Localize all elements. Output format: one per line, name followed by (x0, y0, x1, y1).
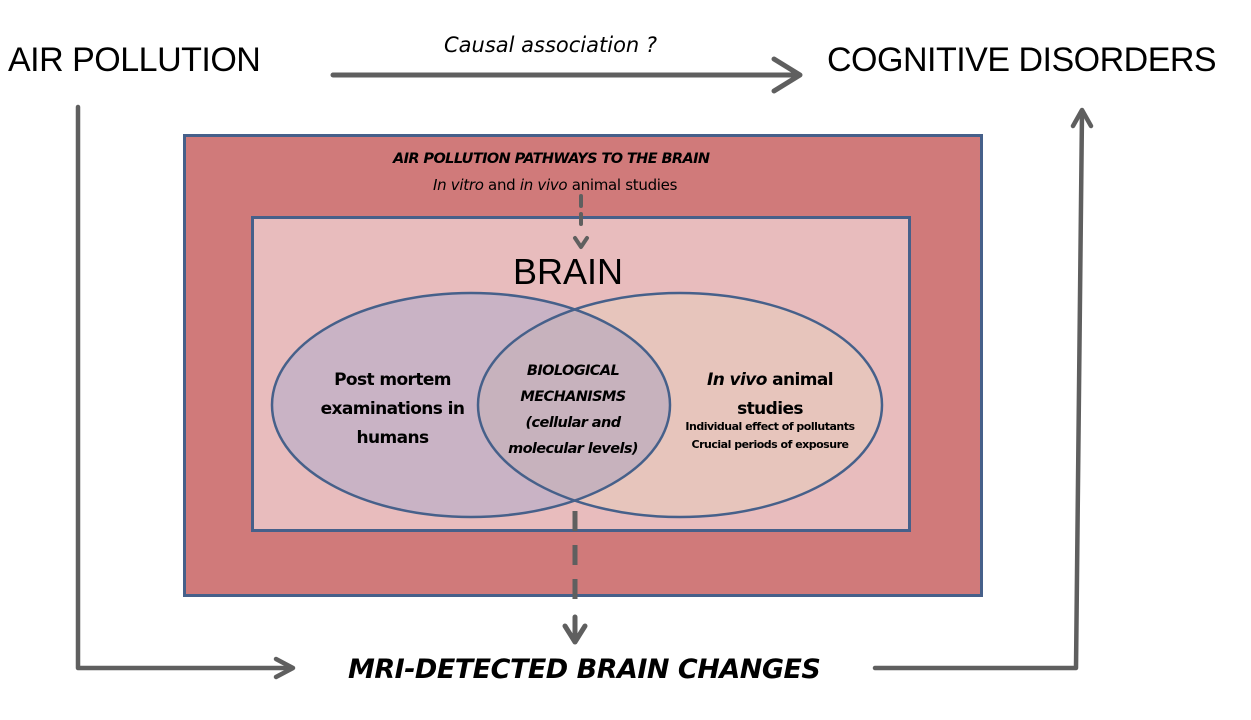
pathways-subtitle-in-vitro: In vitro (433, 176, 484, 194)
mri-to-cognitive-arrow (872, 107, 1094, 671)
left-circle-outline (270, 291, 672, 519)
left-circle-line: examinations in (320, 399, 465, 419)
pathways-subtitle-end: animal studies (567, 176, 678, 194)
mri-brain-changes-node: MRI-DETECTED BRAIN CHANGES (348, 654, 821, 685)
pathways-subtitle-and: and (483, 176, 520, 194)
brain-title: BRAIN (513, 251, 624, 292)
intersection-line: BIOLOGICAL (526, 363, 620, 379)
intersection-biological-mechanisms (478, 293, 670, 517)
cognitive-disorders-node: COGNITIVE DISORDERS (827, 41, 1217, 79)
air-to-mri-arrow (75, 104, 296, 680)
air-pollution-node: AIR POLLUTION (8, 41, 261, 79)
left-circle-line: humans (356, 428, 429, 448)
causal-arrow (330, 56, 803, 94)
pathways-subtitle: In vitro and in vivo animal studies (433, 176, 677, 194)
intersection-line: (cellular and (525, 415, 622, 431)
left-circle-label: Post mortem examinations in humans (300, 366, 485, 453)
pathway-to-brain-arrow (573, 194, 589, 249)
intersection-line: MECHANISMS (520, 389, 626, 405)
intersection-line: molecular levels) (508, 441, 638, 457)
brain-to-mri-arrow (562, 511, 588, 645)
right-circle-in-vivo: In vivo (707, 370, 767, 390)
right-circle-detail: Crucial periods of exposure (691, 438, 849, 451)
right-circle-studies: studies (737, 399, 803, 419)
pathways-subtitle-in-vivo: in vivo (519, 176, 568, 194)
right-circle-outline (476, 291, 884, 519)
right-circle-detail: Individual effect of pollutants (685, 420, 855, 433)
right-circle-animal: animal (766, 370, 833, 390)
intersection-label: BIOLOGICAL MECHANISMS (cellular and mole… (488, 358, 658, 462)
causal-association-label: Causal association ? (444, 33, 658, 57)
left-circle-line: Post mortem (334, 370, 451, 390)
right-circle-label: In vivo animal studies Individual effect… (660, 366, 880, 454)
pathways-title: AIR POLLUTION PATHWAYS TO THE BRAIN (393, 151, 710, 167)
